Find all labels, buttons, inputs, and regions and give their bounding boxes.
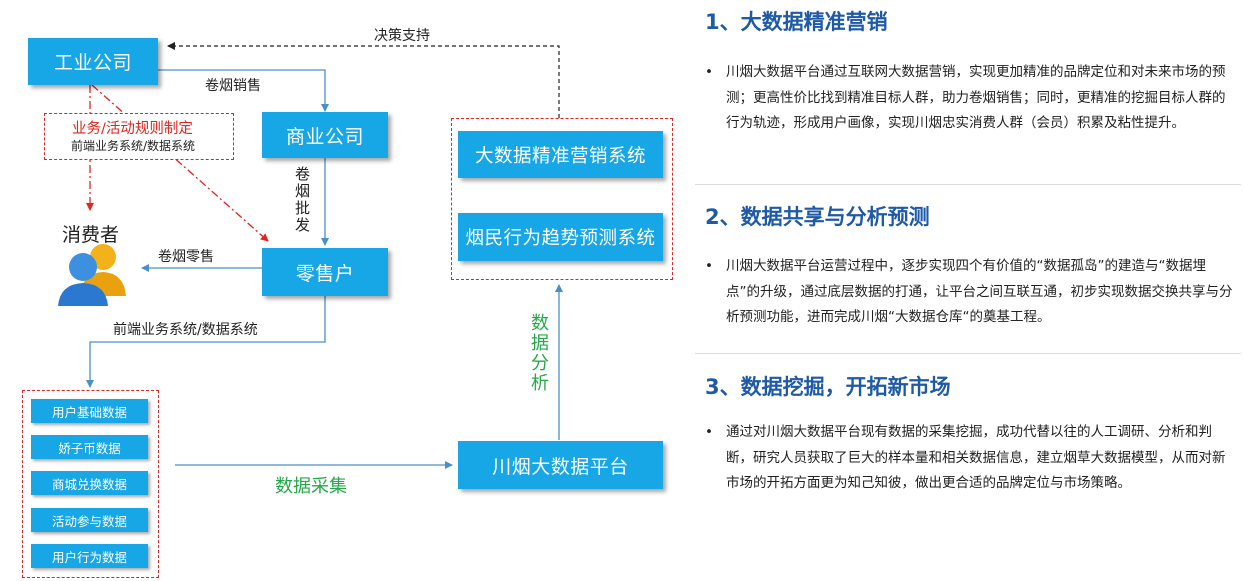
data-item-user-behavior[interactable]: 用户行为数据 bbox=[31, 544, 148, 568]
data-analysis-label: 数据分析 bbox=[528, 313, 549, 393]
bullet-icon: • bbox=[705, 258, 713, 274]
section-1-text: 川烟大数据平台通过互联网大数据营销，实现更加精准的品牌定位和对未来市场的预测；更… bbox=[726, 64, 1226, 131]
rule-definition-frame bbox=[44, 113, 234, 160]
cig-wholesale-label: 卷烟批发 bbox=[293, 166, 311, 234]
decision-support-arrow bbox=[167, 42, 560, 118]
decision-support-label: 决策支持 bbox=[374, 28, 430, 44]
bullet-icon: • bbox=[705, 424, 713, 440]
cig-sales-arrow bbox=[158, 69, 329, 112]
diagram-connectors bbox=[58, 42, 563, 469]
data-collection-label: 数据采集 bbox=[275, 476, 347, 497]
commercial-company-node[interactable]: 商业公司 bbox=[262, 112, 388, 158]
data-item-activity[interactable]: 活动参与数据 bbox=[31, 508, 148, 532]
data-item-user-basic[interactable]: 用户基础数据 bbox=[31, 399, 148, 423]
trend-prediction-system-node[interactable]: 烟民行为趋势预测系统 bbox=[458, 213, 663, 261]
section-3-paragraph: • 通过对川烟大数据平台现有数据的采集挖掘，成功代替以往的人工调研、分析和判断，… bbox=[705, 420, 1233, 497]
bullet-icon: • bbox=[705, 64, 713, 80]
section-3-title: 3、数据挖掘，开拓新市场 bbox=[705, 375, 951, 399]
section-2-text: 川烟大数据平台运营过程中，逐步实现四个有价值的“数据孤岛”的建造与“数据埋点”的… bbox=[726, 258, 1233, 325]
section-2-title: 2、数据共享与分析预测 bbox=[705, 205, 930, 229]
consumer-label: 消费者 bbox=[62, 224, 120, 246]
cig-sales-label: 卷烟销售 bbox=[205, 78, 261, 94]
rule-definition-title: 业务/活动规则制定 bbox=[72, 121, 193, 137]
section-1-title: 1、大数据精准营销 bbox=[705, 10, 888, 34]
consumer-people-icon bbox=[58, 244, 126, 306]
frontend-systems-label: 前端业务系统/数据系统 bbox=[113, 322, 258, 338]
data-item-mall-exchange[interactable]: 商城兑换数据 bbox=[31, 471, 148, 495]
frontend-systems-arrow bbox=[86, 296, 326, 388]
section-2-paragraph: • 川烟大数据平台运营过程中，逐步实现四个有价值的“数据孤岛”的建造与“数据埋点… bbox=[705, 254, 1233, 331]
retailer-node[interactable]: 零售户 bbox=[262, 248, 388, 296]
rule-definition-subtitle: 前端业务系统/数据系统 bbox=[71, 139, 196, 153]
bigdata-platform-node[interactable]: 川烟大数据平台 bbox=[458, 441, 663, 489]
section-divider bbox=[695, 353, 1241, 354]
data-item-jiaozi-coin[interactable]: 娇子币数据 bbox=[31, 435, 148, 459]
cig-retail-label: 卷烟零售 bbox=[158, 249, 214, 265]
section-3-text: 通过对川烟大数据平台现有数据的采集挖掘，成功代替以往的人工调研、分析和判断，研究… bbox=[726, 424, 1226, 491]
marketing-system-node[interactable]: 大数据精准营销系统 bbox=[458, 131, 663, 178]
rule-to-retailer-arrow bbox=[91, 84, 269, 242]
data-items-frame bbox=[22, 390, 159, 578]
systems-frame bbox=[451, 118, 673, 280]
section-1-paragraph: • 川烟大数据平台通过互联网大数据营销，实现更加精准的品牌定位和对未来市场的预测… bbox=[705, 60, 1233, 137]
industry-company-node[interactable]: 工业公司 bbox=[28, 38, 158, 85]
section-divider bbox=[695, 184, 1241, 185]
